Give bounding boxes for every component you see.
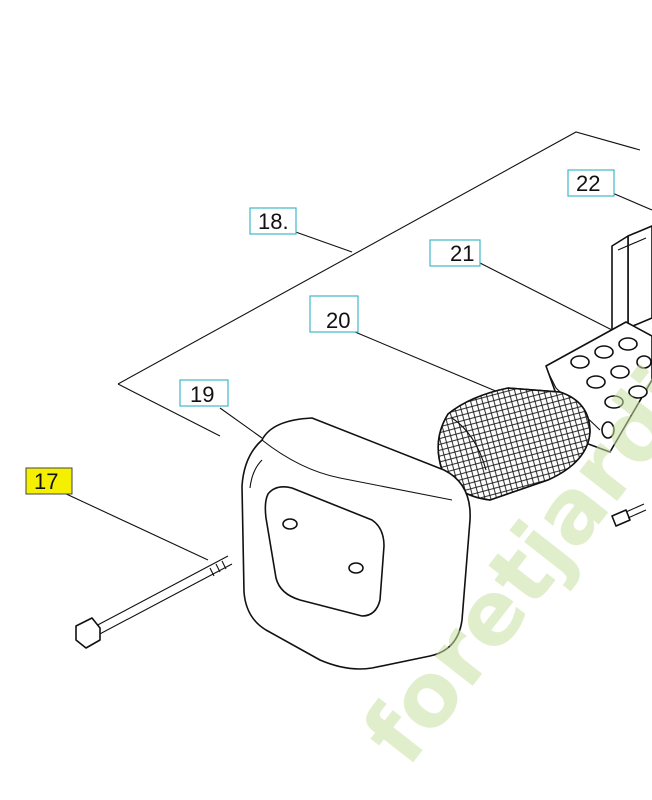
leader-19 (219, 407, 263, 439)
callout-20-label: 20 (326, 308, 350, 333)
callout-18: 18. (249, 207, 297, 235)
callout-21: 21 (429, 239, 481, 267)
leader-21 (477, 261, 613, 331)
bracket-part-22 (611, 225, 652, 341)
leader-17 (61, 491, 209, 561)
callout-18-label: 18. (258, 209, 289, 234)
leader-20 (354, 331, 499, 393)
callout-22: 22 (567, 169, 615, 197)
leader-18 (289, 229, 353, 253)
callout-21-label: 21 (450, 241, 474, 266)
callout-19-label: 19 (190, 382, 214, 407)
callout-22-label: 22 (576, 171, 600, 196)
callout-17-label: 17 (34, 469, 58, 494)
bracket-19 (117, 383, 221, 437)
small-screw (611, 503, 647, 527)
callout-20: 20 (309, 295, 359, 333)
leader-lines (61, 131, 652, 561)
filter-cover-part-19 (241, 417, 471, 670)
callout-17: 17 (25, 467, 73, 495)
bolt-part-17 (75, 555, 233, 649)
callout-19: 19 (179, 379, 229, 407)
bracket-18 (117, 131, 641, 385)
leader-22 (609, 191, 652, 211)
